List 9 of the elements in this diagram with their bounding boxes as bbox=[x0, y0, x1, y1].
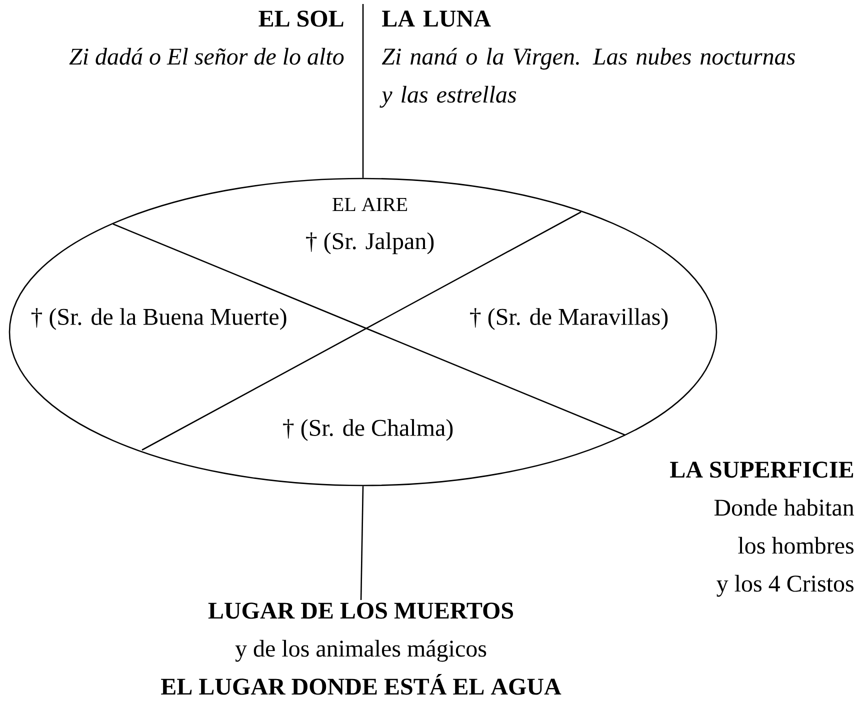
quadrant-label: † (Sr. de Chalma) bbox=[283, 419, 453, 441]
heading-text: EL SOL Zi dadá o El señor de lo alto bbox=[69, 10, 344, 65]
quadrant-label: EL AIRE † (Sr. Jalpan) bbox=[306, 198, 434, 254]
side-caption: LA SUPERFICIE Donde habitan los hombres y los 4 Cristos bbox=[670, 462, 854, 597]
heading-text: LA LUNA Zi naná o la Virgen. Las nubes nocturnas y las estrellas bbox=[380, 10, 795, 108]
caption-text: LUGAR DE LOS MUERTOS y de los animales mágicos EL LUGAR DONDE ESTÁ EL AGUA bbox=[161, 602, 562, 695]
quadrant-label: † (Sr. de Maravillas) bbox=[470, 308, 668, 330]
quadrant-label: † (Sr. de la Buena Muerte) bbox=[31, 308, 286, 330]
connector-line bbox=[360, 486, 364, 600]
